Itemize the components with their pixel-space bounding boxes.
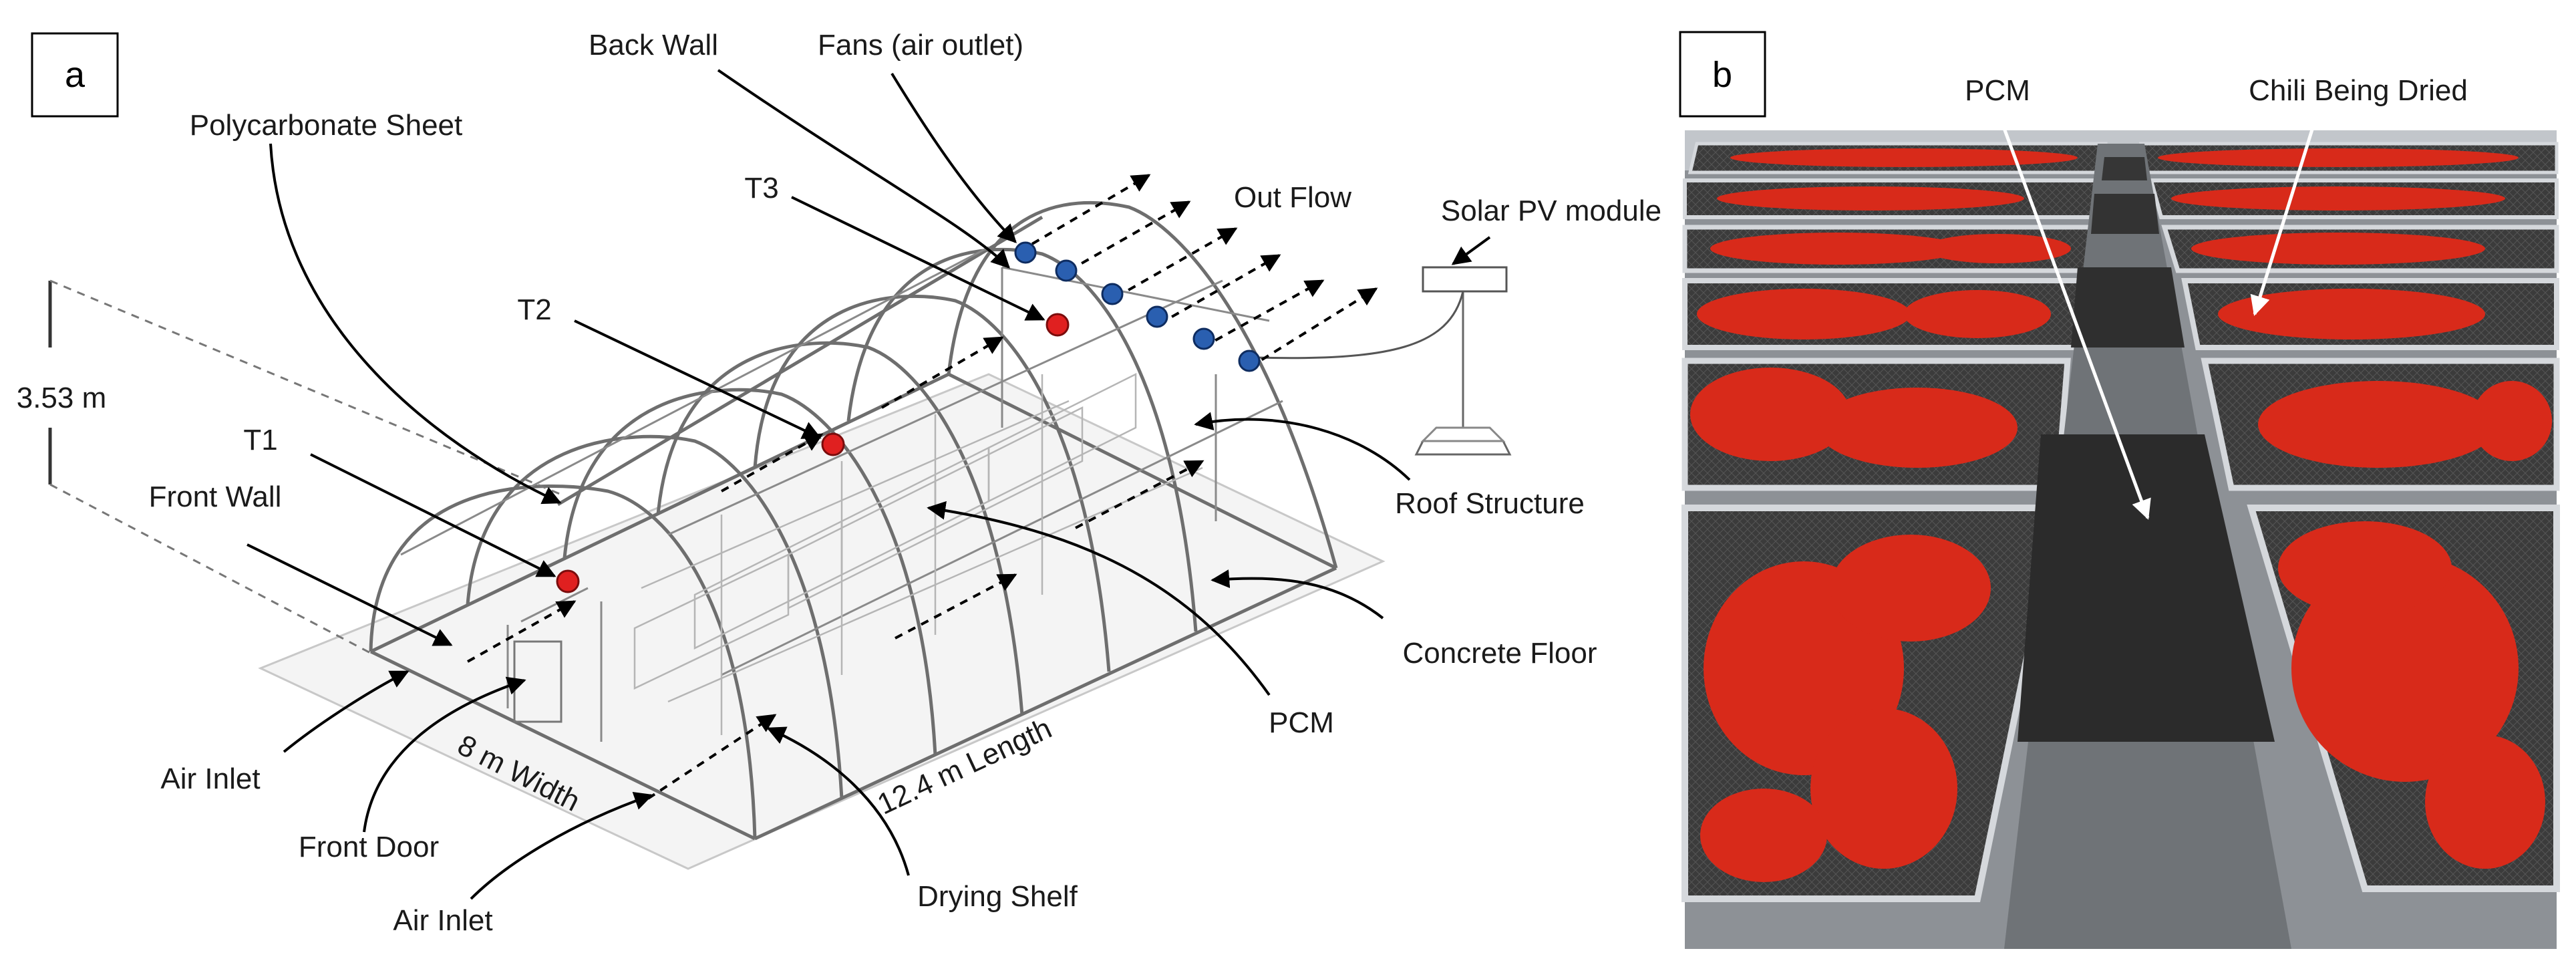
leader-front-wall [247,543,453,646]
label-roof-structure: Roof Structure [1395,487,1585,520]
leader-pcm [927,501,1271,696]
fans [1014,241,1261,372]
sensor-t3-icon [1045,313,1070,337]
label-air-inlet-1: Air Inlet [160,762,260,795]
label-height: 3.53 m [17,382,107,414]
label-t2: T2 [517,293,551,326]
concrete-floor-slab [258,373,1386,870]
leader-t3 [791,196,1045,321]
leader-concrete-floor [1211,569,1384,619]
label-polycarbonate: Polycarbonate Sheet [190,109,463,142]
leader-out-flow [1451,236,1491,265]
panel-b-letter: b [1712,55,1732,95]
pcm-block [2071,267,2185,348]
label-pcm: PCM [1269,706,1334,739]
label-solar-pv: Solar PV module [1441,194,1661,227]
internal-flow-arrow [721,433,824,493]
leader-t2 [574,319,822,439]
leader-back-wall [717,69,1010,269]
sensor-t1-icon [556,569,580,593]
label-drying-shelf: Drying Shelf [917,880,1078,913]
fan-icon [1192,327,1215,350]
pcm-block [2091,194,2159,234]
panel-a-letter-box [31,32,119,118]
label-front-wall: Front Wall [149,480,282,513]
fan-icon [1014,241,1037,264]
label-air-inlet-2: Air Inlet [393,904,492,937]
label-concrete-floor: Concrete Floor [1402,637,1597,670]
internal-flow-arrow [895,573,1017,640]
leader-t1 [310,453,556,577]
internal-flow-arrow [1075,460,1204,529]
leader-drying-shelf [766,726,910,876]
chili-drying-photo [1681,110,2560,949]
label-b-pcm: PCM [1965,74,2030,107]
panel-a-letter: a [65,55,86,95]
leader-polycarbonate [269,143,562,505]
fan-icon [1101,283,1124,305]
airflow-arrows [467,174,1378,800]
outflow-arrow [1248,287,1378,369]
fan-icon [1238,350,1261,372]
pcm-block [2102,157,2147,180]
label-t1: T1 [243,424,277,456]
label-out-flow: Out Flow [1234,181,1351,214]
inlet-flow-arrow [467,600,577,663]
leader-fans [891,72,1017,244]
fan-icon [1055,259,1078,282]
label-back-wall: Back Wall [589,29,718,61]
leader-b-pcm [1995,110,2151,520]
leader-air-inlet-2 [470,792,653,900]
leader-roof-structure [1194,412,1411,481]
outflow-arrow [1031,174,1151,245]
leader-lines [247,69,1491,900]
label-t3: T3 [744,172,778,204]
leader-front-door [363,676,526,833]
panel-b: b PCM Chili Being Dried [1679,31,2560,949]
panel-b-letter-box [1679,31,1766,118]
chili-clusters [1690,148,2552,882]
height-dimension [48,279,562,656]
leader-air-inlet-1 [283,670,410,753]
sensor-t2-icon [821,432,845,456]
leader-b-chili [2250,110,2320,316]
label-fans: Fans (air outlet) [818,29,1023,61]
panel-a: a [17,29,1661,937]
fan-icon [1146,305,1168,328]
label-front-door: Front Door [299,831,439,863]
inlet-flow-arrow [647,714,777,800]
temperature-sensors [556,313,1070,593]
label-b-chili: Chili Being Dried [2249,74,2468,107]
outflow-arrow [1202,279,1325,349]
solar-pv-module [1255,266,1512,456]
pcm-block [2018,434,2275,742]
